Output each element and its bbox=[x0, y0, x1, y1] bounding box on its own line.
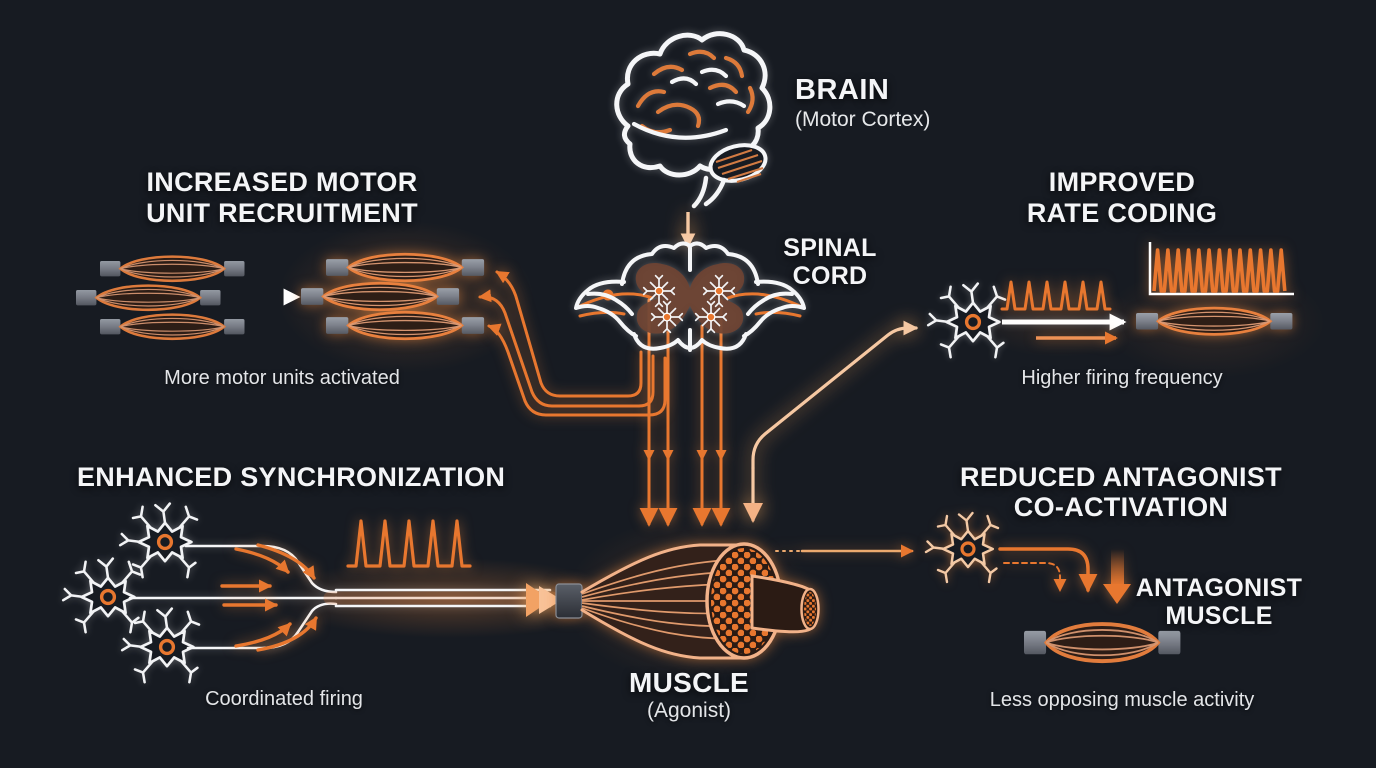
descending-motor-pathways bbox=[639, 298, 731, 527]
muscle-label: MUSCLE bbox=[628, 667, 750, 698]
mid-route-arrowheads bbox=[643, 450, 727, 461]
chevron-arrows-icon bbox=[526, 583, 562, 617]
spinal-cord-label: SPINAL CORD bbox=[783, 234, 877, 290]
spike-train-low-icon bbox=[1000, 280, 1112, 311]
muscle-sublabel: (Agonist) bbox=[646, 699, 732, 722]
muscle-cross-section-icon bbox=[705, 542, 820, 660]
spike-train-high-icon bbox=[1148, 242, 1294, 296]
sync-orange-arrows bbox=[220, 543, 318, 652]
antagonist-neuron-icon bbox=[924, 511, 1000, 584]
recruitment-caption: More motor units activated bbox=[164, 367, 400, 389]
sync-spike-train-icon bbox=[346, 519, 472, 568]
nerve-roots-orange bbox=[574, 292, 806, 318]
brain-icon bbox=[614, 31, 773, 209]
ratecoding-cluster bbox=[926, 242, 1294, 359]
ratecoding-title: IMPROVED RATE CODING bbox=[1026, 167, 1218, 228]
agonist-muscle-icon bbox=[555, 542, 820, 660]
recruitment-muscles-before bbox=[74, 255, 246, 341]
synchronization-title: ENHANCED SYNCHRONIZATION bbox=[77, 462, 506, 492]
antagonist-title: REDUCED ANTAGONIST CO-ACTIVATION bbox=[960, 462, 1282, 522]
sync-neuron-icon bbox=[120, 606, 201, 684]
recruitment-title: INCREASED MOTOR UNIT RECRUITMENT bbox=[146, 167, 418, 228]
ratecoding-neuron-icon bbox=[926, 281, 1007, 359]
brain-sublabel: (Motor Cortex) bbox=[795, 108, 931, 131]
recruitment-muscles-after bbox=[299, 252, 486, 341]
antagonist-muscle-label: ANTAGONIST MUSCLE bbox=[1135, 574, 1303, 630]
sync-neuron-icon bbox=[118, 501, 199, 579]
cord-to-muscle-arrows bbox=[478, 270, 667, 417]
brain-label: BRAIN bbox=[795, 74, 890, 106]
ratecoding-caption: Higher firing frequency bbox=[1021, 367, 1223, 389]
synchronization-cluster bbox=[61, 501, 562, 684]
antagonist-cluster bbox=[924, 511, 1183, 664]
antagonist-caption: Less opposing muscle activity bbox=[989, 689, 1255, 711]
synchronization-caption: Coordinated firing bbox=[205, 688, 363, 710]
antagonist-thick-arrow bbox=[1103, 549, 1131, 604]
ratecoding-connector bbox=[743, 320, 919, 523]
spinal-cord-icon bbox=[574, 241, 806, 352]
sync-neuron-icon bbox=[61, 556, 142, 634]
antagonist-axon-arrows bbox=[998, 547, 1098, 593]
